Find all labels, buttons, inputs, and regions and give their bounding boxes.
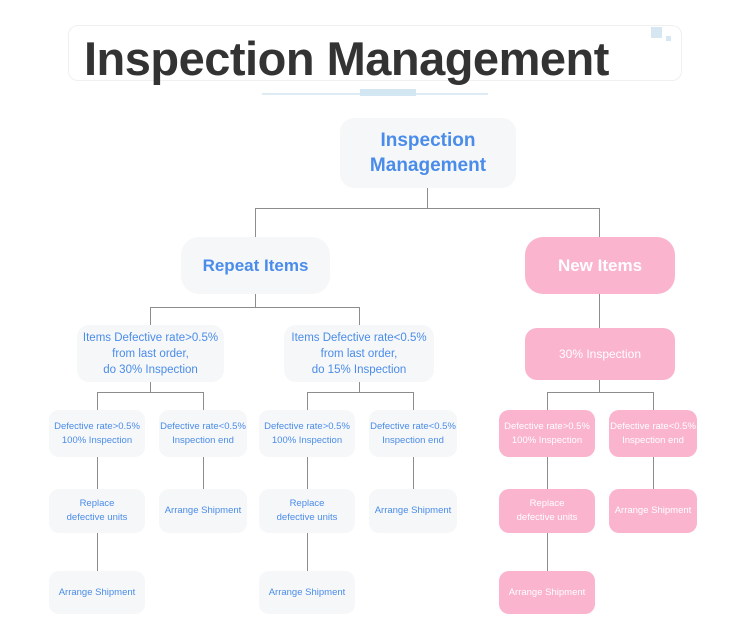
node-label: Replace defective units (66, 498, 128, 523)
connector-to-lvl4-f (653, 392, 654, 410)
node-label: Arrange Shipment (374, 505, 452, 516)
node-lvl4-defective-low-b[interactable]: Defective rate<0.5% Inspection end (159, 410, 247, 457)
node-label: Defective rate>0.5% 100% Inspection (54, 420, 140, 446)
node-label: Repeat Items (202, 255, 309, 275)
connector-to-repeat-items (255, 208, 256, 237)
connector-to-lvl3-b (359, 307, 360, 325)
node-label: Replace defective units (276, 498, 338, 523)
node-repeat-low-defect-rule[interactable]: Items Defective rate<0.5% from last orde… (284, 325, 434, 382)
node-lvl5-replace-a[interactable]: Replace defective units (49, 489, 145, 533)
connector-to-lvl3-a (150, 307, 151, 325)
node-label: Items Defective rate>0.5% from last orde… (82, 331, 219, 376)
node-new-items-30-inspection[interactable]: 30% Inspection (525, 328, 675, 380)
title-divider-accent (360, 89, 416, 96)
node-lvl4-defective-low-f[interactable]: Defective rate<0.5% Inspection end (609, 410, 697, 457)
node-label: Arrange Shipment (508, 586, 586, 598)
node-label: Arrange Shipment (164, 505, 242, 516)
connector-root-down (427, 188, 428, 208)
node-lvl4-defective-high-a[interactable]: Defective rate>0.5% 100% Inspection (49, 410, 145, 457)
node-label: Defective rate>0.5% 100% Inspection (264, 420, 350, 446)
decor-square-large-icon (651, 27, 662, 38)
connector-lvl5a-lvl6a (97, 533, 98, 571)
connector-lvl4c-lvl5c (307, 457, 308, 489)
connector-new-items-down (599, 294, 600, 328)
connector-to-lvl4-b (203, 392, 204, 410)
connector-lvl5c-lvl6c (307, 533, 308, 571)
page-title: Inspection Management (84, 32, 609, 85)
node-lvl5-arrange-f[interactable]: Arrange Shipment (609, 489, 697, 533)
node-lvl5-replace-c[interactable]: Replace defective units (259, 489, 355, 533)
node-lvl6-arrange-c[interactable]: Arrange Shipment (259, 571, 355, 614)
node-label: Items Defective rate<0.5% from last orde… (291, 331, 427, 376)
node-repeat-items[interactable]: Repeat Items (181, 237, 330, 294)
node-label: New Items (557, 255, 643, 275)
connector-lvl4a-lvl5a (97, 457, 98, 489)
node-label: Defective rate<0.5% Inspection end (610, 420, 696, 446)
node-label: Arrange Shipment (268, 586, 346, 598)
connector-lvl3c-bus (547, 392, 653, 393)
node-lvl6-arrange-a[interactable]: Arrange Shipment (49, 571, 145, 614)
connector-to-lvl4-a (97, 392, 98, 410)
connector-lvl3c-down (599, 380, 600, 392)
node-lvl5-replace-e[interactable]: Replace defective units (499, 489, 595, 533)
connector-lvl5e-lvl6e (547, 533, 548, 571)
node-lvl6-arrange-e[interactable]: Arrange Shipment (499, 571, 595, 614)
node-lvl4-defective-low-d[interactable]: Defective rate<0.5% Inspection end (369, 410, 457, 457)
connector-to-lvl4-c (307, 392, 308, 410)
node-label: Arrange Shipment (58, 586, 136, 598)
node-new-items[interactable]: New Items (525, 237, 675, 294)
node-label: 30% Inspection (558, 347, 642, 361)
node-label: Replace defective units (516, 498, 578, 523)
connector-root-bus (255, 208, 600, 209)
connector-lvl4e-lvl5e (547, 457, 548, 489)
node-label: Defective rate<0.5% Inspection end (370, 420, 456, 446)
node-label: Inspection Management (369, 130, 487, 176)
node-label: Defective rate<0.5% Inspection end (160, 420, 246, 446)
connector-repeat-down (255, 294, 256, 307)
node-lvl4-defective-high-e[interactable]: Defective rate>0.5% 100% Inspection (499, 410, 595, 457)
connector-lvl3b-bus (307, 392, 413, 393)
node-lvl4-defective-high-c[interactable]: Defective rate>0.5% 100% Inspection (259, 410, 355, 457)
connector-lvl3a-down (150, 382, 151, 392)
node-repeat-high-defect-rule[interactable]: Items Defective rate>0.5% from last orde… (77, 325, 224, 382)
connector-to-lvl4-d (413, 392, 414, 410)
node-lvl5-arrange-b[interactable]: Arrange Shipment (159, 489, 247, 533)
connector-repeat-bus (150, 307, 359, 308)
node-label: Arrange Shipment (614, 505, 692, 516)
connector-lvl4b-lvl5b (203, 457, 204, 489)
decor-square-small-icon (666, 36, 671, 41)
connector-lvl3b-down (359, 382, 360, 392)
node-label: Defective rate>0.5% 100% Inspection (504, 420, 590, 446)
connector-lvl4f-lvl5f (653, 457, 654, 489)
connector-to-lvl4-e (547, 392, 548, 410)
connector-lvl4d-lvl5d (413, 457, 414, 489)
node-inspection-management[interactable]: Inspection Management (340, 118, 516, 188)
connector-lvl3a-bus (97, 392, 204, 393)
node-lvl5-arrange-d[interactable]: Arrange Shipment (369, 489, 457, 533)
header-card (68, 25, 682, 81)
connector-to-new-items (599, 208, 600, 237)
